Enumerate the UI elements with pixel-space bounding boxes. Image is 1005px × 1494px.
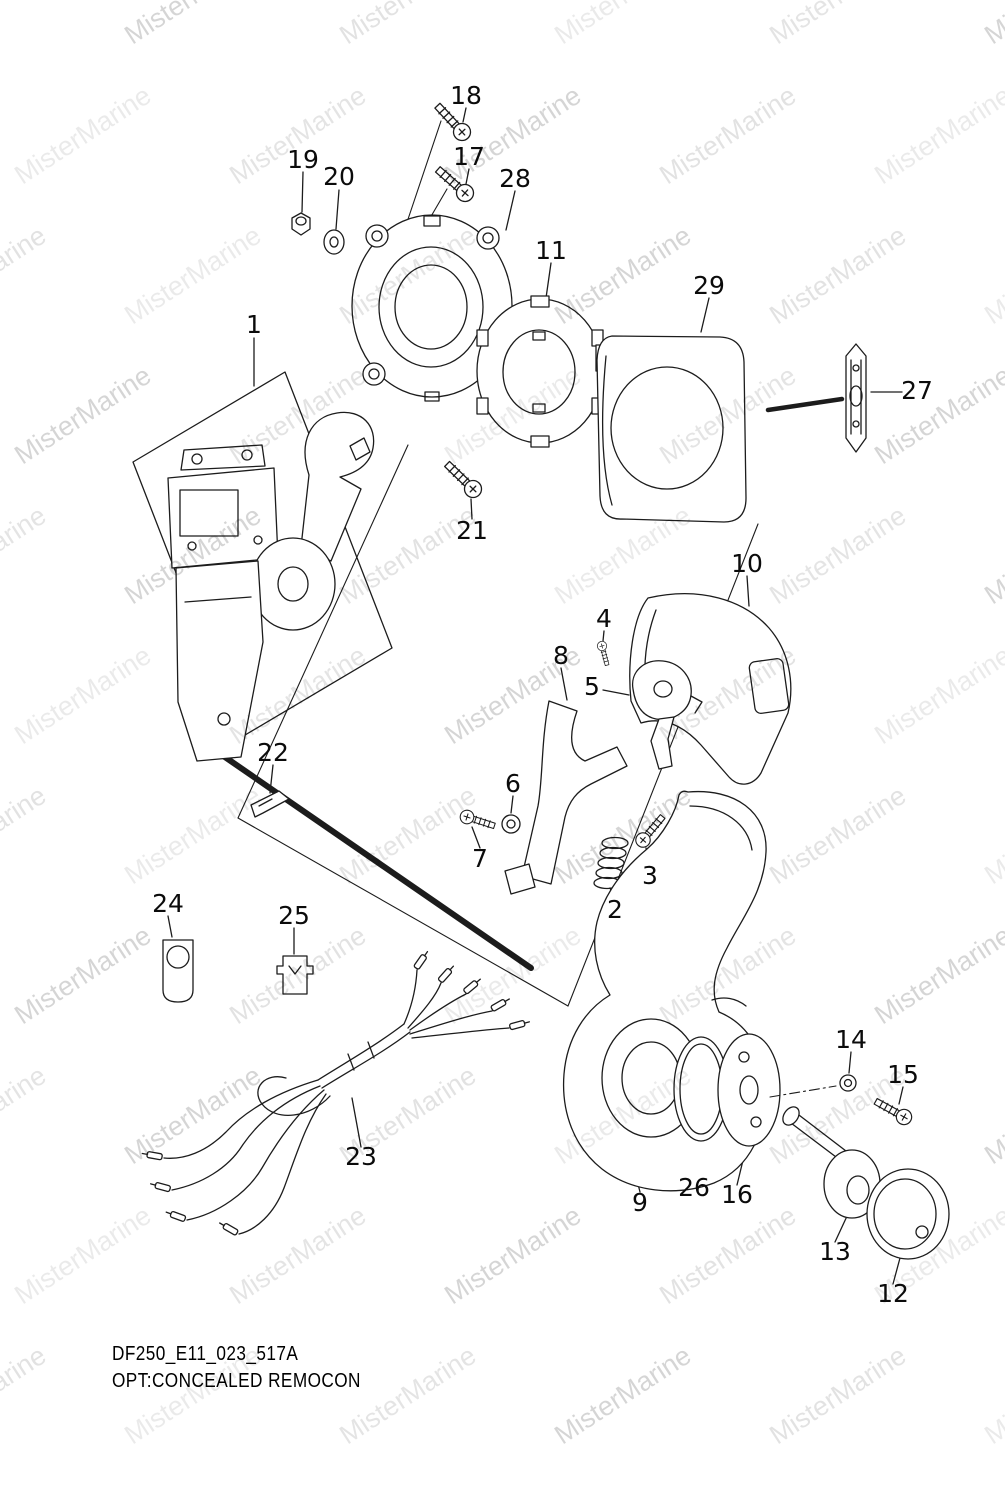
callout-8: 8 bbox=[553, 641, 569, 670]
callout-21: 21 bbox=[456, 516, 488, 545]
callout-24: 24 bbox=[152, 889, 184, 918]
callout-1: 1 bbox=[246, 310, 262, 339]
part-23-wire-harness bbox=[141, 949, 531, 1237]
callout-4: 4 bbox=[596, 604, 612, 633]
callout-9: 9 bbox=[632, 1188, 648, 1217]
callout-3: 3 bbox=[642, 861, 658, 890]
callout-26: 26 bbox=[678, 1173, 710, 1202]
callout-17: 17 bbox=[453, 142, 485, 171]
callout-13: 13 bbox=[819, 1237, 851, 1266]
part-27-clip bbox=[845, 343, 867, 453]
part-7-screw bbox=[457, 807, 498, 833]
callout-19: 19 bbox=[287, 145, 319, 174]
callout-28: 28 bbox=[499, 164, 531, 193]
callout-7: 7 bbox=[472, 844, 488, 873]
part-12-knob bbox=[866, 1168, 950, 1260]
part-4-screw bbox=[595, 639, 612, 667]
part-25-connector bbox=[276, 955, 314, 995]
pointer-to-part-27 bbox=[765, 396, 845, 413]
callout-6: 6 bbox=[505, 769, 521, 798]
callout-10: 10 bbox=[731, 549, 763, 578]
callout-18: 18 bbox=[450, 81, 482, 110]
caption: DF250_E11_023_517A OPT:CONCEALED REMOCON bbox=[112, 1341, 361, 1395]
part-10-lever-cover bbox=[629, 593, 792, 785]
callout-2: 2 bbox=[607, 895, 623, 924]
part-6-washer bbox=[501, 814, 521, 834]
part-15-screw bbox=[871, 1094, 915, 1128]
alignment-pointer-thick bbox=[203, 741, 534, 971]
part-11-cam-ring bbox=[476, 295, 613, 448]
part-1-remote-control-assembly bbox=[132, 371, 393, 762]
axis-line bbox=[769, 1085, 837, 1098]
part-19-nut bbox=[291, 212, 311, 236]
callout-15: 15 bbox=[887, 1060, 919, 1089]
callout-29: 29 bbox=[693, 271, 725, 300]
part-21-screw bbox=[440, 457, 486, 502]
caption-code: DF250_E11_023_517A bbox=[112, 1343, 299, 1365]
part-22-wedge bbox=[250, 790, 290, 818]
part-20-washer bbox=[323, 229, 345, 255]
callout-5: 5 bbox=[584, 672, 600, 701]
callout-27: 27 bbox=[901, 376, 933, 405]
callout-22: 22 bbox=[257, 738, 289, 767]
callout-11: 11 bbox=[535, 236, 567, 265]
callout-23: 23 bbox=[345, 1142, 377, 1171]
part-24-plug bbox=[162, 939, 194, 1003]
callout-14: 14 bbox=[835, 1025, 867, 1054]
callout-25: 25 bbox=[278, 901, 310, 930]
callouts: 1 2 3 4 5 6 7 8 9 10 11 12 13 14 15 16 1… bbox=[152, 81, 933, 1308]
part-8-bracket bbox=[504, 700, 628, 895]
caption-title: OPT:CONCEALED REMOCON bbox=[112, 1370, 361, 1392]
callout-16: 16 bbox=[721, 1180, 753, 1209]
part-5-key-switch bbox=[631, 660, 703, 770]
callout-20: 20 bbox=[323, 162, 355, 191]
part-14-washer bbox=[839, 1074, 857, 1092]
callout-12: 12 bbox=[877, 1279, 909, 1308]
part-16-disc bbox=[717, 1033, 781, 1147]
part-29-cover-pad bbox=[596, 335, 747, 523]
